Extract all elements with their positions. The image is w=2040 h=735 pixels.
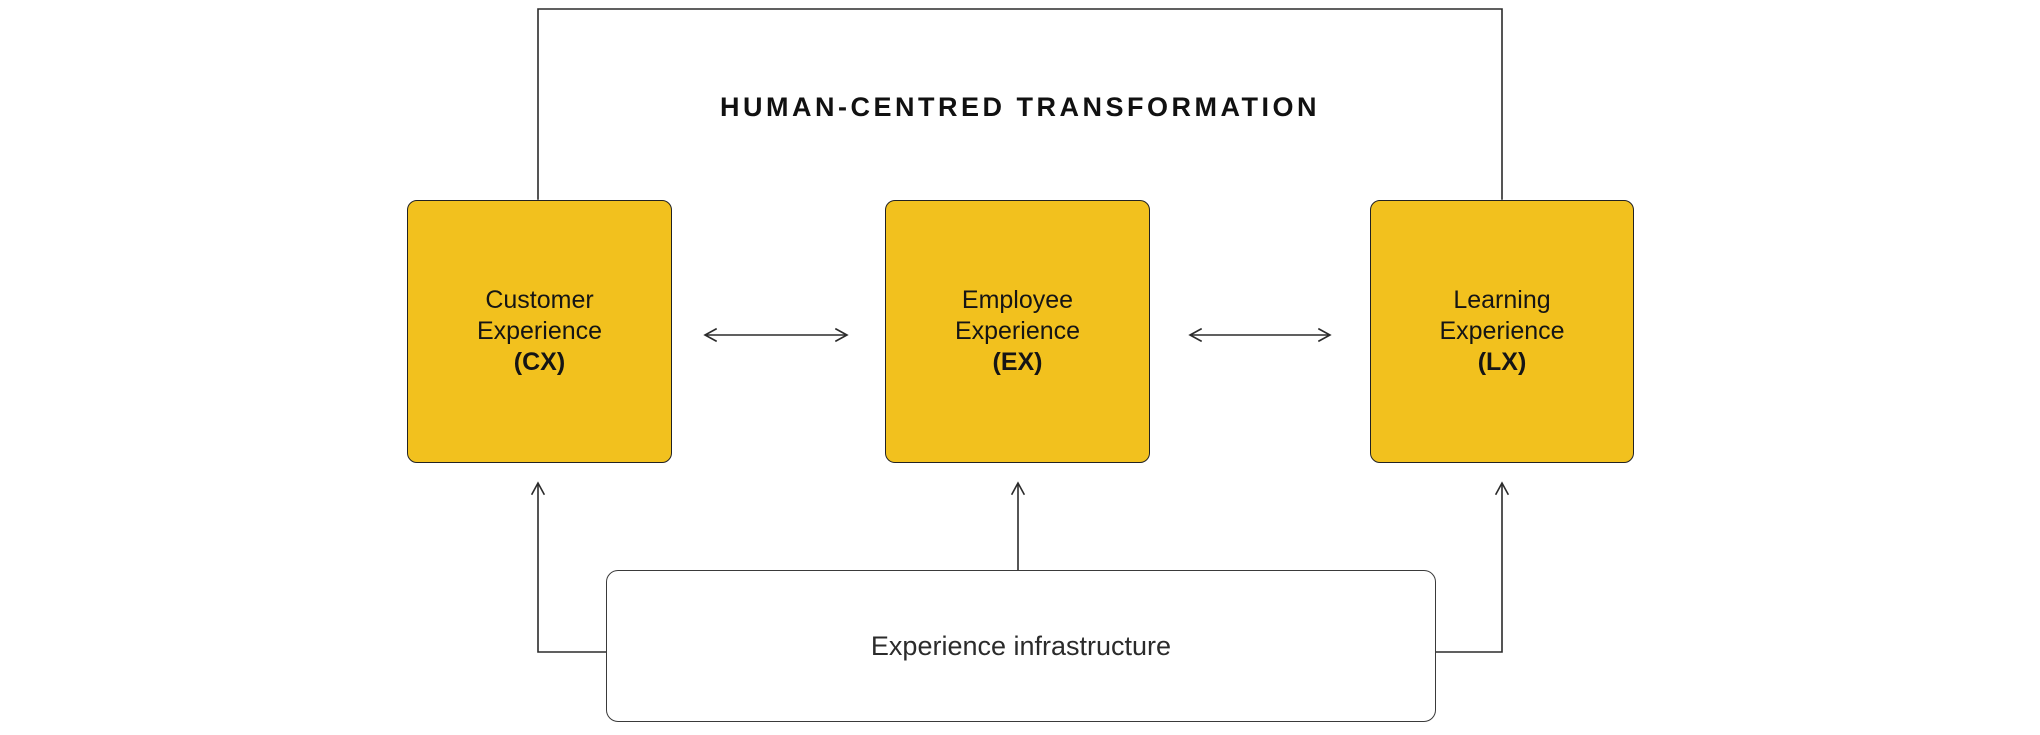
- experience-infrastructure-box: Experience infrastructure: [606, 570, 1436, 722]
- infra-to-cx-arrow: [530, 481, 607, 653]
- cx-ex-double-arrow-icon: [703, 327, 849, 343]
- experience-infrastructure-label: Experience infrastructure: [870, 630, 1172, 661]
- ex-lx-double-arrow-icon: [1188, 327, 1332, 343]
- learning-experience-abbr: (LX): [1477, 348, 1527, 376]
- employee-experience-label-line1: Employee: [961, 286, 1074, 314]
- employee-experience-box: Employee Experience (EX): [885, 200, 1150, 463]
- infra-to-lx-arrow: [1435, 481, 1510, 653]
- customer-experience-box: Customer Experience (CX): [407, 200, 672, 463]
- employee-experience-label-line2: Experience: [954, 317, 1081, 345]
- infra-to-ex-arrow: [1010, 481, 1026, 571]
- employee-experience-abbr: (EX): [992, 348, 1043, 376]
- customer-experience-label-line1: Customer: [485, 286, 594, 314]
- diagram-title: HUMAN-CENTRED TRANSFORMATION: [720, 92, 1320, 122]
- learning-experience-label-line1: Learning: [1453, 286, 1551, 314]
- learning-experience-label-line2: Experience: [1439, 317, 1565, 345]
- customer-experience-abbr: (CX): [513, 348, 566, 376]
- learning-experience-box: Learning Experience (LX): [1370, 200, 1634, 463]
- customer-experience-label-line2: Experience: [476, 317, 603, 345]
